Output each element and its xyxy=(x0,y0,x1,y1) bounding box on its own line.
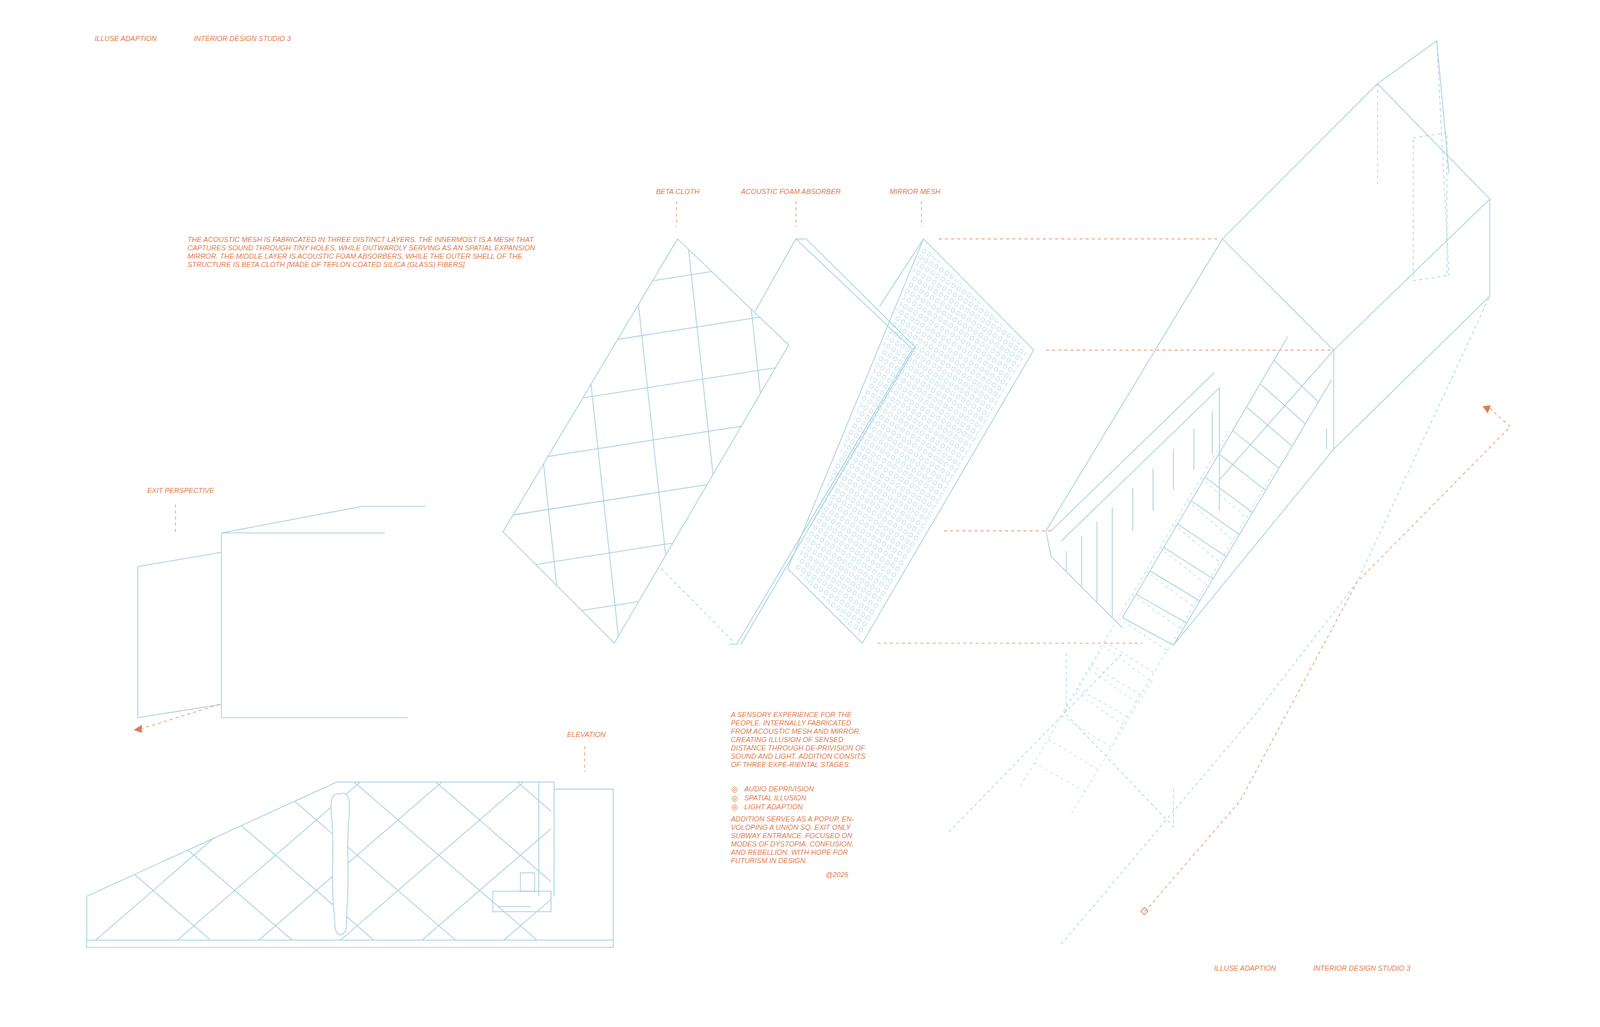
stage-item: SPATIAL ILLUSION xyxy=(744,793,807,802)
bullet-icons xyxy=(732,786,738,810)
part-name: BETA CLOTH xyxy=(656,187,700,196)
part-name: ACOUSTIC FOAM ABSORBER xyxy=(741,187,841,196)
beta-cloth-panel xyxy=(489,204,816,674)
studio-title: INTERIOR DESIGN STUDIO 3 xyxy=(1313,963,1411,973)
part-name: MIRROR MESH xyxy=(889,187,941,196)
elevation-drawing xyxy=(0,775,735,970)
view-name: ELEVATION xyxy=(567,730,606,739)
concept-note: ADDITION SERVES AS A POPUP, EN-VOLOPING … xyxy=(730,814,867,865)
stage-item: LIGHT ADAPTION xyxy=(744,802,803,811)
view-name: EXIT PERSPECTIVE xyxy=(147,486,215,495)
exit-perspective-drawing xyxy=(133,506,426,733)
stair-enclosure xyxy=(949,40,1490,944)
project-title: ILLUSE ADAPTION xyxy=(94,34,157,43)
stage-item: AUDIO DEPRIVISION xyxy=(744,784,815,793)
project-title: ILLUSE ADAPTION xyxy=(1214,963,1277,973)
studio-title: INTERIOR DESIGN STUDIO 3 xyxy=(193,34,292,43)
concept-note: A SENSORY EXPERIENCE FOR THE PEOPLE. INT… xyxy=(730,710,867,769)
copyright-note: @2025 xyxy=(825,870,849,879)
mirror-mesh-panel xyxy=(787,238,1034,643)
description-note: THE ACOUSTIC MESH IS FABRICATED IN THREE… xyxy=(187,235,537,269)
